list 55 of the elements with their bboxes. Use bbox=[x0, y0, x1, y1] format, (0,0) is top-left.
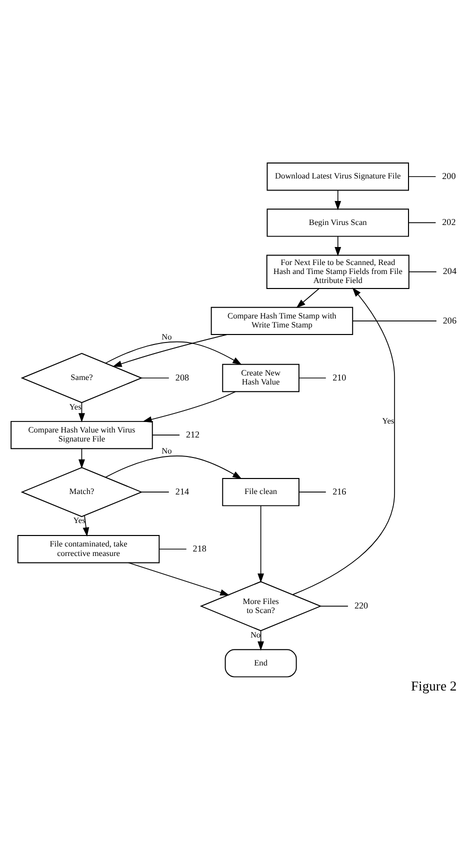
edge-label: No bbox=[250, 630, 261, 639]
arrow bbox=[334, 189, 342, 210]
edge-label: No bbox=[162, 446, 172, 456]
edge-label: Yes bbox=[382, 416, 394, 426]
connector bbox=[320, 605, 348, 606]
node-box: Compare Hash Time Stamp with Write Time Stamp bbox=[210, 306, 354, 335]
arrow bbox=[105, 340, 242, 364]
arrow bbox=[296, 288, 320, 308]
edge-label: No bbox=[162, 332, 172, 342]
node-text: 220 bbox=[354, 600, 368, 610]
node-text: 216 bbox=[332, 486, 346, 496]
node-text: 218 bbox=[192, 542, 206, 553]
node-text: 206 bbox=[442, 314, 456, 325]
connector bbox=[298, 491, 326, 492]
node-box: Create New Hash Value bbox=[222, 363, 300, 392]
node-box: For Next File to be Scanned, Read Hash and Time Stamp Fields from File Attribute Field bbox=[266, 254, 410, 288]
node-box: End bbox=[224, 648, 297, 677]
node-diamond: Same? bbox=[20, 352, 143, 403]
node-diamond: Match? bbox=[20, 466, 143, 517]
connector bbox=[352, 320, 437, 321]
node-text: 202 bbox=[442, 216, 456, 227]
edge-label: Yes bbox=[73, 516, 86, 525]
edge-label: Yes bbox=[69, 402, 82, 411]
arrow bbox=[292, 287, 395, 594]
connector bbox=[141, 491, 170, 492]
connector bbox=[158, 548, 187, 550]
caption: Figure 2 bbox=[410, 678, 457, 694]
node-text: 208 bbox=[175, 372, 190, 382]
arrow bbox=[105, 455, 242, 478]
node-text: 210 bbox=[332, 372, 346, 382]
node-text: 204 bbox=[442, 266, 456, 276]
connector bbox=[408, 270, 437, 272]
connector bbox=[298, 377, 326, 378]
arrow bbox=[142, 390, 236, 422]
node-box: File clean bbox=[222, 478, 300, 506]
arrow bbox=[112, 334, 228, 366]
arrow bbox=[128, 562, 230, 596]
node-box: Begin Virus Scan bbox=[266, 208, 409, 236]
node-diamond: More Files to Scan? bbox=[200, 580, 322, 631]
connector bbox=[152, 434, 180, 435]
connector bbox=[408, 222, 436, 223]
node-text: 200 bbox=[442, 170, 456, 180]
arrow bbox=[334, 236, 342, 256]
arrow bbox=[78, 402, 85, 422]
arrow bbox=[78, 448, 85, 468]
connector bbox=[141, 377, 170, 378]
arrow bbox=[258, 504, 264, 582]
arrow bbox=[258, 630, 264, 650]
node-text: 214 bbox=[175, 486, 190, 496]
node-box: Download Latest Virus Signature File bbox=[266, 162, 409, 190]
node-box: Compare Hash Value with Virus Signature File bbox=[10, 420, 153, 449]
connector bbox=[408, 176, 436, 177]
node-text: 212 bbox=[186, 428, 200, 439]
node-box: File contaminated, take corrective measure bbox=[17, 534, 160, 563]
arrow bbox=[82, 514, 90, 536]
